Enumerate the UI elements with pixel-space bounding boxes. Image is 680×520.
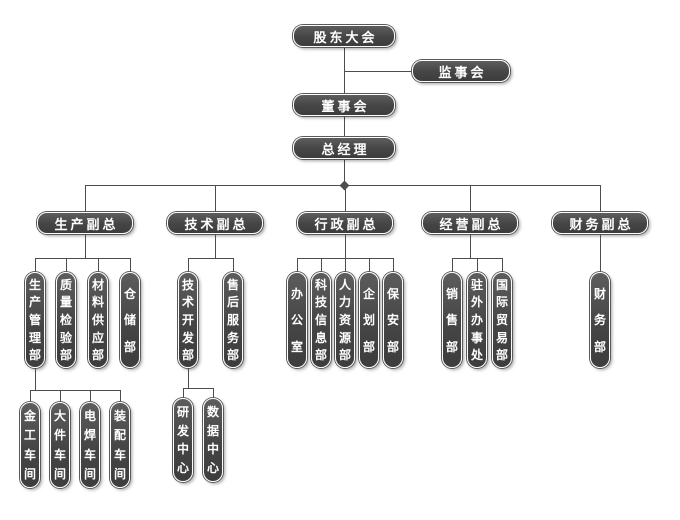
node-large-parts-workshop: 大件车间: [50, 402, 70, 488]
node-warehouse-dept: 仓储部: [120, 272, 140, 368]
connector-line: [321, 258, 322, 272]
node-supervisory-board: 监事会: [412, 60, 510, 82]
node-finance-dept: 财务部: [590, 272, 610, 368]
connector-line: [344, 47, 345, 94]
connector-line: [393, 258, 394, 272]
connector-line: [35, 258, 36, 272]
node-quality-inspection-dept: 质量检验部: [56, 272, 76, 368]
node-tech-development-dept: 技术开发部: [178, 272, 198, 368]
connector-line: [369, 258, 370, 272]
node-hr-dept: 人力资源部: [335, 272, 355, 368]
connector-line: [183, 388, 213, 389]
node-metalwork-workshop: 金工车间: [20, 402, 40, 488]
connector-line: [344, 116, 345, 137]
connector-line: [30, 390, 120, 391]
node-overseas-offices: 驻外办事处: [467, 272, 487, 368]
node-security-dept: 保安部: [383, 272, 403, 368]
node-after-sales-service-dept: 售后服务部: [223, 272, 243, 368]
connector-line: [120, 390, 121, 402]
connector-line: [66, 258, 67, 272]
node-sci-tech-info-dept: 科技信息部: [311, 272, 331, 368]
connector-line: [452, 258, 453, 272]
node-assembly-workshop: 装配车间: [110, 402, 130, 488]
connector-line: [600, 185, 601, 212]
node-vp-technology: 技术副总: [167, 212, 263, 234]
node-general-manager: 总经理: [293, 137, 395, 159]
connector-line: [345, 185, 346, 212]
connector-line: [344, 159, 345, 185]
connector-line: [477, 258, 478, 272]
connector-line: [297, 258, 298, 272]
connector-line: [60, 390, 61, 402]
connector-line: [188, 258, 189, 272]
connector-line: [188, 258, 233, 259]
node-rd-center: 研发中心: [173, 398, 193, 482]
node-vp-operations: 经营副总: [422, 212, 518, 234]
node-sales-dept: 销售部: [442, 272, 462, 368]
connector-line: [85, 234, 86, 258]
node-shareholders-meeting: 股东大会: [293, 25, 395, 47]
connector-line: [30, 390, 31, 402]
node-material-supply-dept: 材料供应部: [88, 272, 108, 368]
connector-line: [233, 258, 234, 272]
connector-line: [188, 368, 189, 388]
node-production-management-dept: 生产管理部: [25, 272, 45, 368]
connector-line: [90, 390, 91, 402]
connector-line: [215, 185, 216, 212]
node-vp-finance: 财务副总: [552, 212, 648, 234]
connector-line: [35, 258, 130, 259]
connector-line: [470, 234, 471, 258]
connector-line: [344, 71, 412, 72]
node-office: 办公室: [287, 272, 307, 368]
connector-line: [35, 368, 36, 390]
node-welding-workshop: 电焊车间: [80, 402, 100, 488]
connector-line: [470, 185, 471, 212]
connector-line: [130, 258, 131, 272]
node-intl-trade-dept: 国际贸易部: [492, 272, 512, 368]
connector-line: [215, 234, 216, 258]
connector-line: [213, 388, 214, 398]
connector-line: [345, 258, 346, 272]
connector-line: [345, 234, 346, 258]
node-vp-production: 生产副总: [37, 212, 133, 234]
connector-line: [502, 258, 503, 272]
connector-line: [98, 258, 99, 272]
connector-line: [85, 185, 86, 212]
node-board-of-directors: 董事会: [293, 94, 395, 116]
node-planning-dept: 企划部: [359, 272, 379, 368]
node-data-center: 数据中心: [203, 398, 223, 482]
node-vp-admin: 行政副总: [297, 212, 393, 234]
connector-line: [600, 234, 601, 272]
connector-line: [183, 388, 184, 398]
